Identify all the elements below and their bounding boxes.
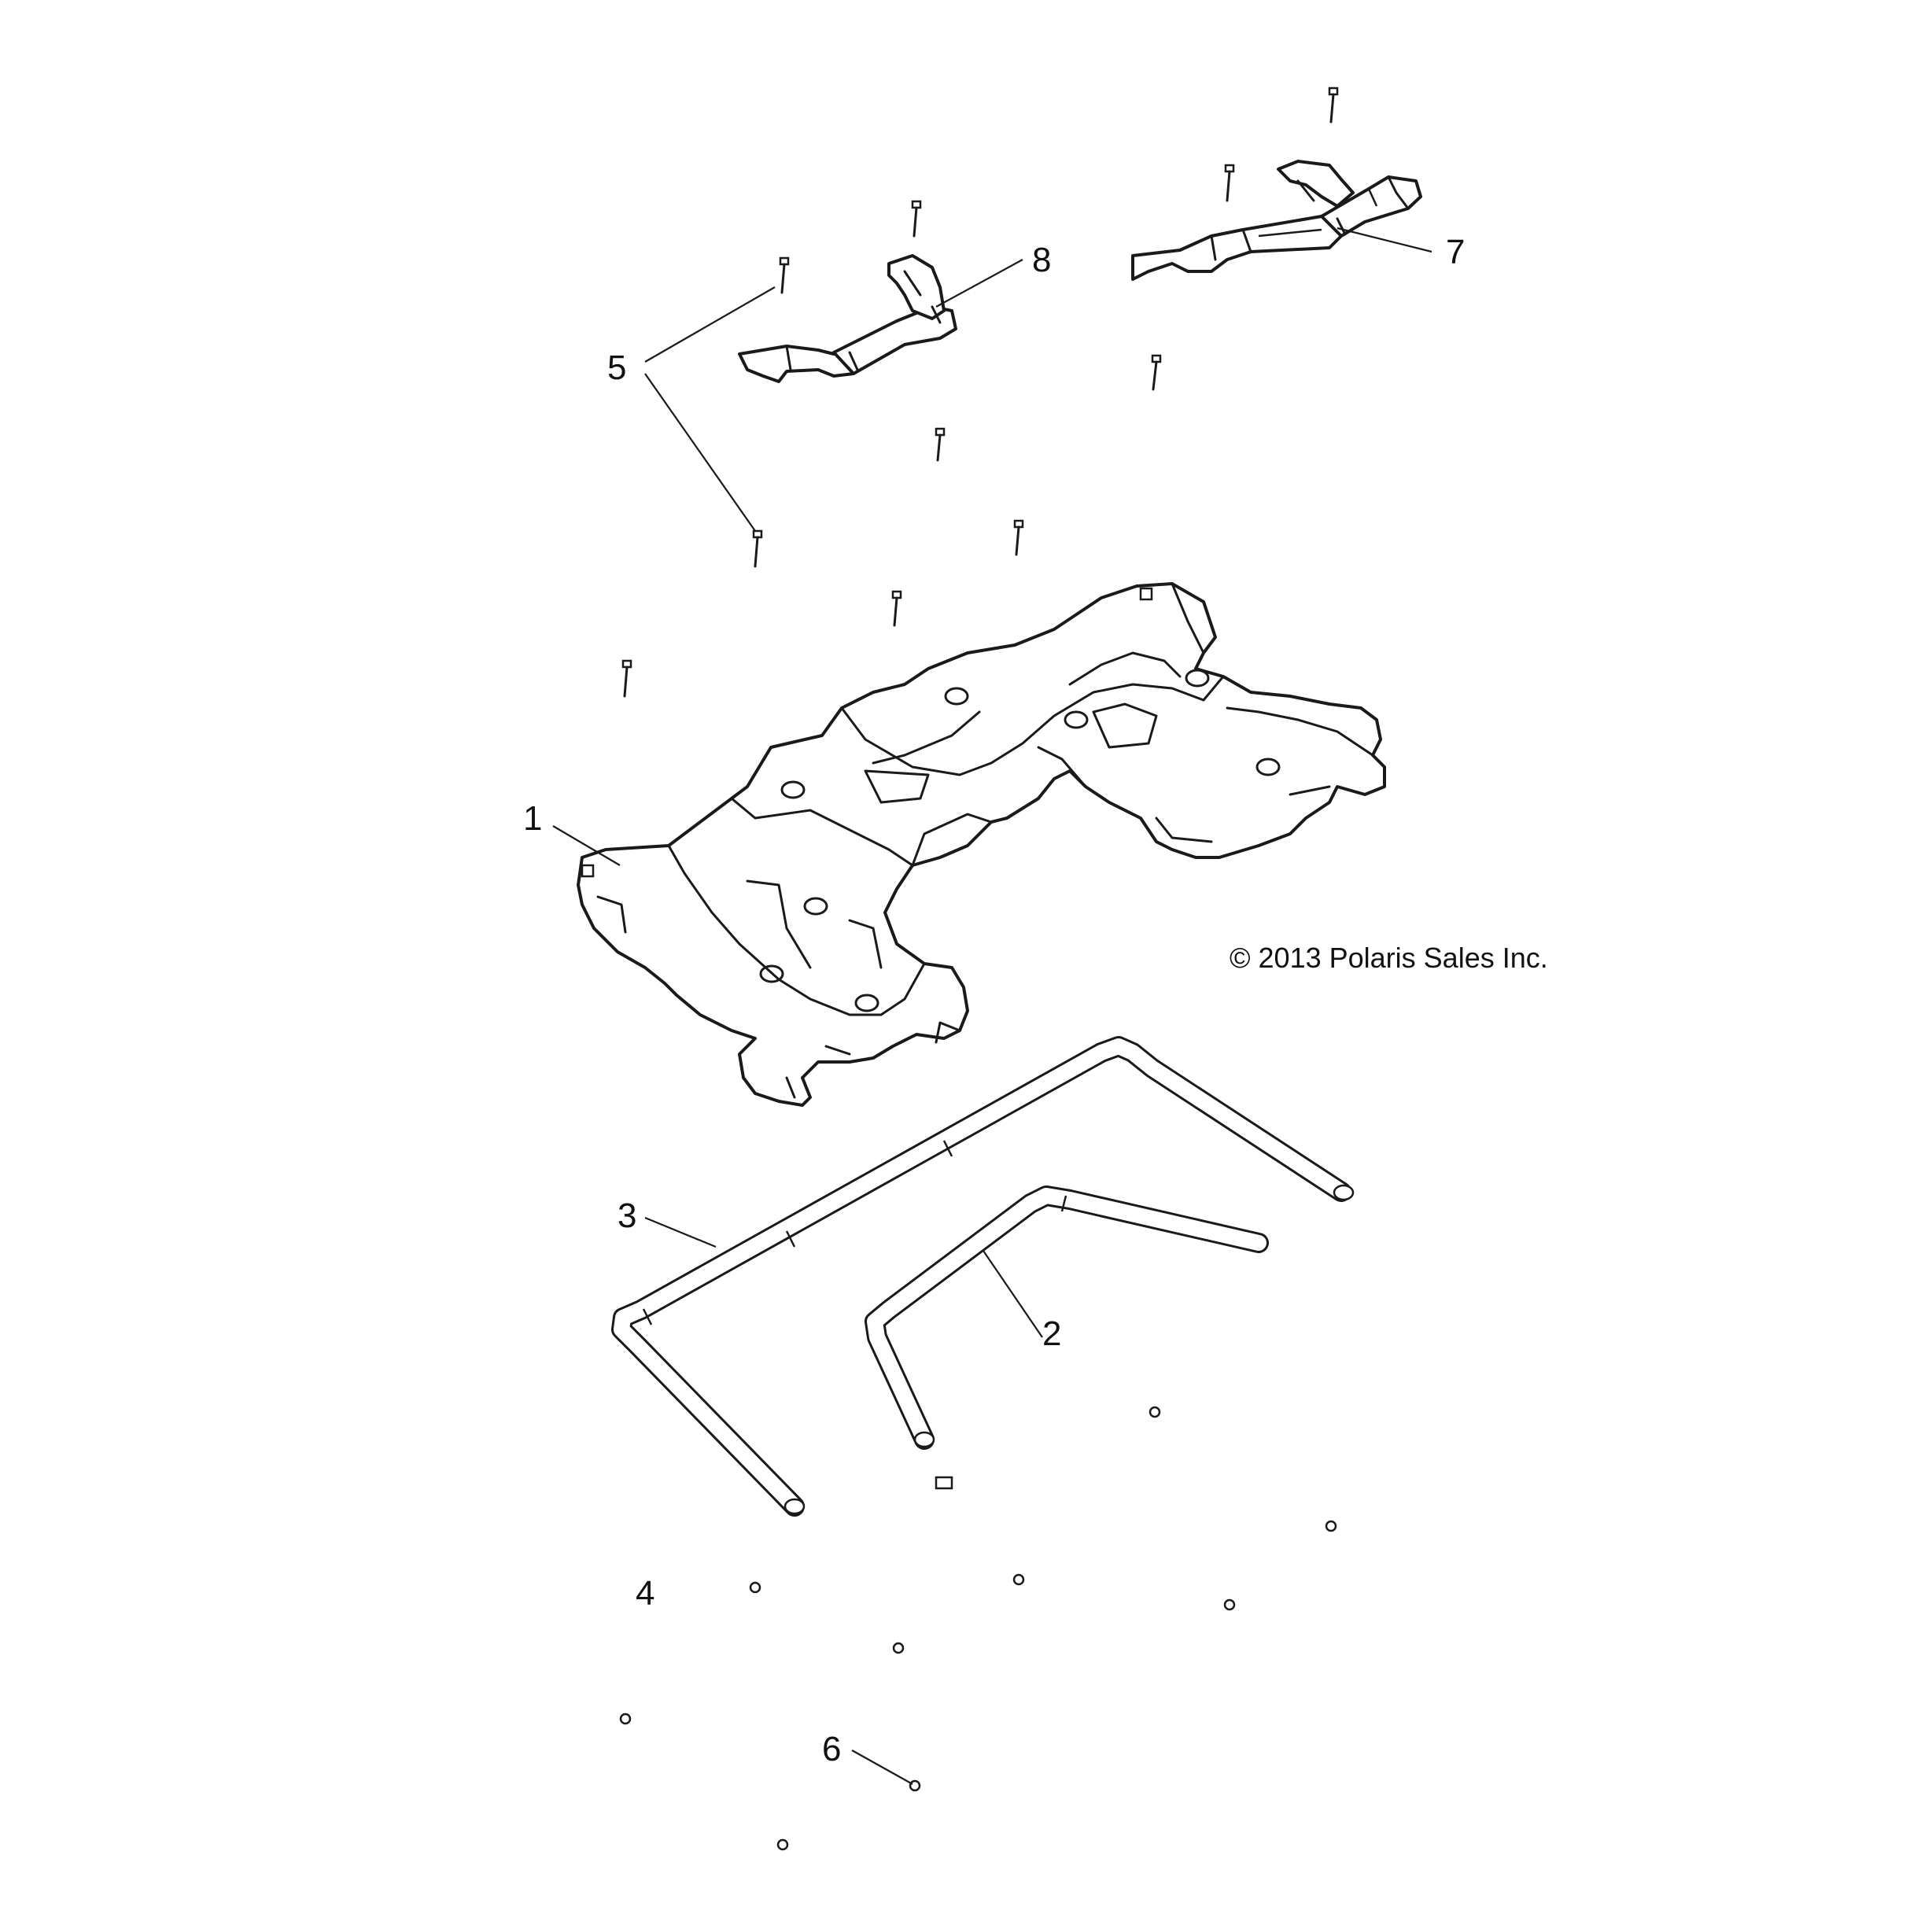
leader-lines [552,227,1432,1785]
callout-3: 3 [618,1196,636,1235]
bolt [891,590,902,627]
bolt [911,200,922,238]
bolt [779,256,790,294]
bolt [621,659,632,698]
nut-hardware-group [619,1406,1337,1851]
bracket-part-8 [738,254,957,383]
nut [892,1642,905,1654]
tube-part-3 [611,1036,1355,1517]
callout-1: 1 [523,799,542,838]
nut [749,1581,761,1594]
nut [1223,1598,1236,1611]
clip [935,1476,953,1490]
nut [1325,1520,1337,1532]
bracket-part-7 [1131,160,1422,281]
callout-2: 2 [1042,1314,1061,1353]
bolt [1328,87,1339,124]
copyright-text: © 2013 Polaris Sales Inc. [1230,942,1548,974]
callout-5: 5 [607,348,626,387]
nut [1012,1573,1025,1586]
callout-labels: 1 2 3 4 5 6 7 8 [523,233,1465,1768]
bolt [1224,164,1235,202]
nut [1149,1406,1161,1418]
nut [619,1713,632,1725]
bolt [1151,354,1162,391]
rack-part-1 [577,582,1386,1107]
callout-8: 8 [1032,241,1051,279]
tube-part-2 [865,1185,1269,1450]
nut [909,1779,921,1792]
callout-7: 7 [1446,233,1465,271]
callout-4: 4 [636,1574,654,1613]
bolt-hardware-group [621,87,1339,698]
bolt [1013,519,1024,556]
bolt [935,427,946,462]
callout-6: 6 [822,1730,841,1768]
nut [776,1838,789,1851]
bolt [752,529,763,568]
